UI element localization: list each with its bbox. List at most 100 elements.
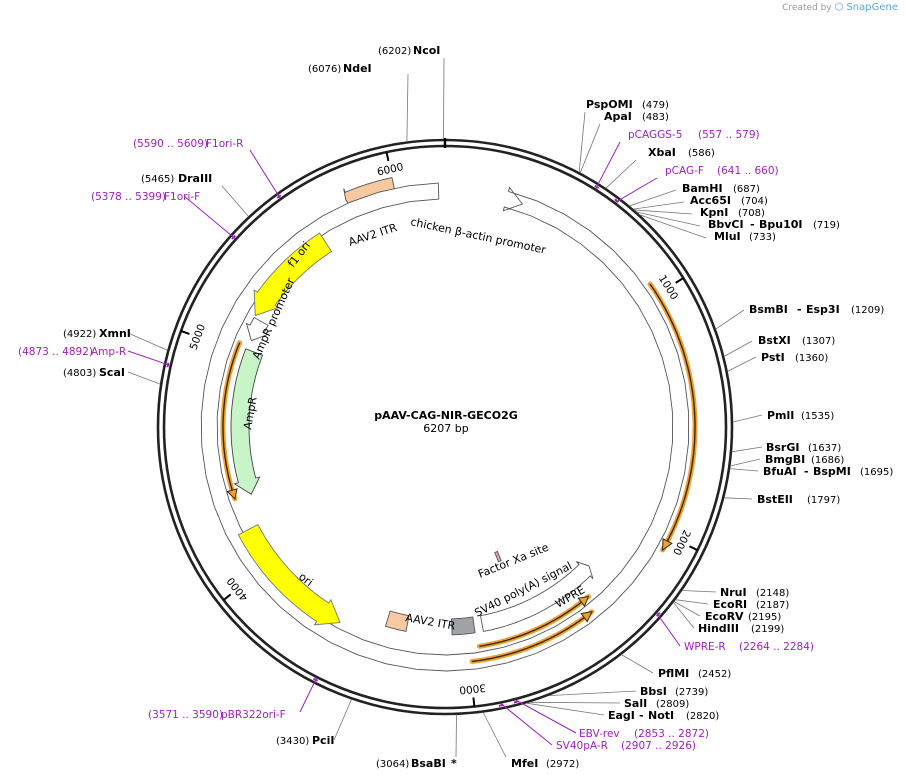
primer-mark-5590 [276,194,282,199]
site-pos-bfuai: (1695) [860,467,893,478]
site-xbai: XbaI [648,146,676,159]
primer-pcag-f: pCAG-F [665,165,704,177]
leader-line-5465 [221,185,249,217]
site-kpni: KpnI [700,206,728,219]
primer-range-amp-r: (4873 .. 4892) [18,346,93,358]
leader-line-2739 [548,690,637,696]
site-pos-ecori: (2187) [756,600,789,611]
site-bpu10i: Bpu10I [759,218,803,231]
leader-line-1209 [715,309,745,330]
leader-line-2972 [482,712,507,758]
site-pos-scai: (4803) [63,368,96,379]
site-mfei: MfeI [511,757,538,770]
site-ecori: EcoRI [713,598,747,611]
leader-line-2809 [529,701,621,704]
nir-geco2g-orf [649,283,696,551]
site-pos-bstxi: (1307) [802,336,835,347]
primer-range-pcaggs-5: (557 .. 579) [698,129,760,141]
leader-line-4873 [127,350,170,366]
site-pos-pflmi: (2452) [698,669,731,680]
primer-mark-557 [594,184,600,190]
leader-line-2148 [682,590,717,593]
tick-mark-2000 [689,545,699,552]
primer-range-f1ori-r: (5590 .. 5609) [133,138,208,150]
site-pos-mfei: (2972) [546,759,579,770]
tick-label-3000: 3000 [459,681,487,696]
site-sali: SalI [624,697,647,710]
site-pos-xbai: (586) [688,148,715,159]
primer-sv40pa-r: SV40pA-R [556,740,608,752]
site-scai: ScaI [99,366,125,379]
leader-line-6202 [443,57,445,140]
primer-amp-r: Amp-R [91,346,126,358]
tick-mark-3000 [472,697,476,707]
plasmid-size: 6207 bp [423,422,468,435]
features-layer [200,177,698,672]
site-separator: - [750,218,755,231]
f1-ori-arrow [253,232,333,317]
leader-lines [127,57,763,758]
ampr-promoter-arrow [245,316,269,342]
leader-line-2853 [515,699,577,734]
leader-line-2907 [500,703,553,746]
primer-mark-2264 [656,612,661,617]
primer-wpre-r: WPRE-R [684,641,726,653]
primer-range-pcag-f: (641 .. 660) [717,165,779,177]
nir-geco2g-orf-head [662,537,673,551]
ampr-orf-line [222,342,241,500]
site-xmni: XmnI [99,327,131,340]
site-pcii: PciI [312,734,334,747]
leader-line-586 [605,159,637,189]
site-bbsi: BbsI [640,685,667,698]
site-pflmi: PflMI [658,667,689,680]
leader-line-3430 [333,699,352,741]
label-aav2-itr-bottom: AAV2 ITR [404,611,456,633]
sv40-polya-block [451,616,476,636]
tick-mark-6000 [385,151,390,162]
primer-range-sv40pa-r: (2907 .. 2926) [621,740,696,752]
watermark-brand: SnapGene [846,2,898,13]
leader-line-708 [634,209,693,215]
site-pos-bmgbi: (1686) [811,455,844,466]
site-bspmi: BspMI [813,465,851,478]
site-bsrgi: BsrGI [766,441,799,454]
site-pos-bsteii: (1797) [807,495,840,506]
leader-line-479 [578,111,586,173]
site-bfuai: BfuAI [763,465,797,478]
site-bamhi: BamHI [682,182,723,195]
leader-line-641 [615,177,658,203]
site-pos-mlui: (733) [749,232,776,243]
leader-line-5590 [249,149,281,199]
site-ndei: NdeI [343,62,372,75]
site-pos-bbvci: (719) [813,220,840,231]
site-bsmbi: BsmBI [749,303,788,316]
label-chicken-actin-promoter: chicken β-actin promoter [409,215,547,257]
primer-mark-3571 [313,677,319,682]
tick-mark-4000 [222,593,232,601]
site-pos-ndei: (6076) [308,64,341,75]
primer-range-pbr322ori-f: (3571 .. 3590) [148,709,223,721]
leader-line-2820 [526,702,605,716]
leader-line-733 [639,214,707,239]
site-pos-xmni: (4922) [63,329,96,340]
wpre-orf-2-head [580,611,593,623]
wpre-arrow [479,561,594,632]
leader-line-2264 [656,612,681,647]
wpre-orf-1-head [577,595,590,608]
snapgene-watermark: Created by ⬡ SnapGene [782,2,898,13]
site-bstxi: BstXI [758,334,791,347]
leader-line-483 [579,123,601,173]
leader-line-1637 [731,446,763,453]
tick-mark-1000 [675,277,684,284]
site-draiii: DraIII [178,172,212,185]
leader-line-3064 [455,714,457,758]
wpre-orf-2 [472,611,593,663]
site-pos-psti: (1360) [795,353,828,364]
primer-f1ori-r: F1ori-R [206,138,243,150]
leader-line-704 [633,201,685,210]
wpre-orf-1 [479,595,589,647]
site-pos-acc65i: (704) [741,196,768,207]
primer-mark-641 [614,198,620,203]
leader-line-1307 [724,340,753,357]
